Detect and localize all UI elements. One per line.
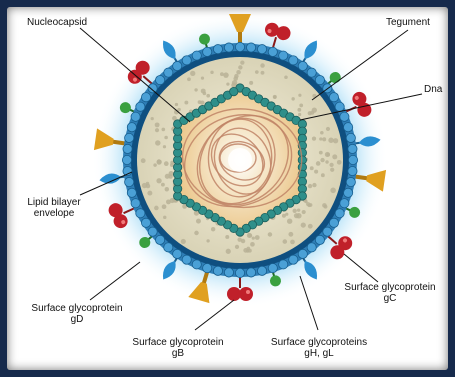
- label-gh: Surface glycoproteins gH, gL: [258, 337, 380, 359]
- label-lipid-line2: envelope: [18, 208, 90, 219]
- label-gc-line1: Surface glycoprotein: [334, 282, 446, 293]
- label-dna: Dna: [424, 84, 442, 95]
- label-tegument: Tegument: [386, 17, 430, 28]
- label-nucleocapsid: Nucleocapsid: [27, 17, 87, 28]
- label-gb-line2: gB: [122, 348, 234, 359]
- label-gc-line2: gC: [334, 293, 446, 304]
- label-gh-line1: Surface glycoproteins: [258, 337, 380, 348]
- label-lipid-bilayer: Lipid bilayer envelope: [18, 197, 90, 219]
- label-gb: Surface glycoprotein gB: [122, 337, 234, 359]
- label-lipid-line1: Lipid bilayer: [18, 197, 90, 208]
- leader-gc: [344, 254, 378, 282]
- label-gd: Surface glycoprotein gD: [22, 303, 132, 325]
- label-gc: Surface glycoprotein gC: [334, 282, 446, 304]
- label-gh-line2: gH, gL: [258, 348, 380, 359]
- leader-gd: [90, 262, 140, 300]
- label-gd-line1: Surface glycoprotein: [22, 303, 132, 314]
- label-gd-line2: gD: [22, 314, 132, 325]
- label-gb-line1: Surface glycoprotein: [122, 337, 234, 348]
